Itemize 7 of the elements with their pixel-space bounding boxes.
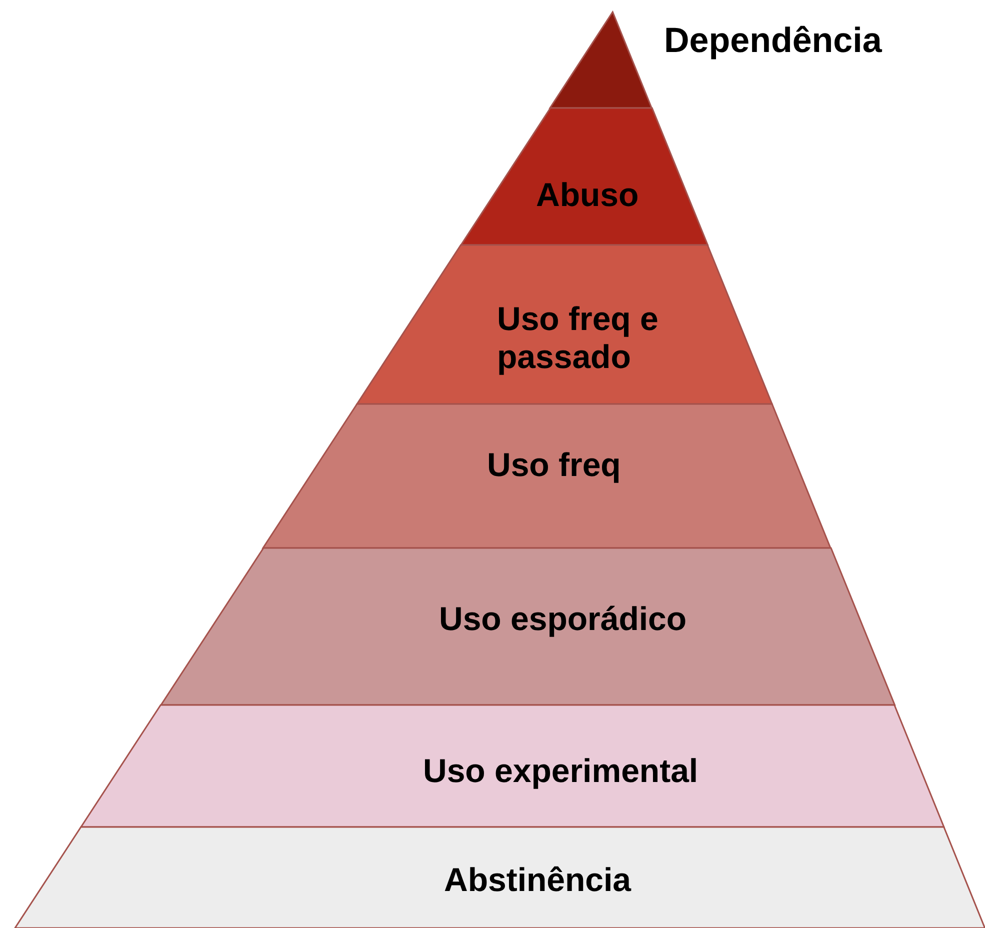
- tier-label: Uso experimental: [422, 752, 698, 790]
- tier-label: Uso esporádico: [438, 600, 687, 638]
- tier-label: Uso freq e passado: [496, 300, 660, 376]
- tier-label: Abstinência: [444, 861, 632, 899]
- tier-heading: Dependência: [664, 22, 882, 60]
- tier-label: Abuso: [536, 176, 639, 214]
- tier-label: Uso freq: [486, 446, 621, 484]
